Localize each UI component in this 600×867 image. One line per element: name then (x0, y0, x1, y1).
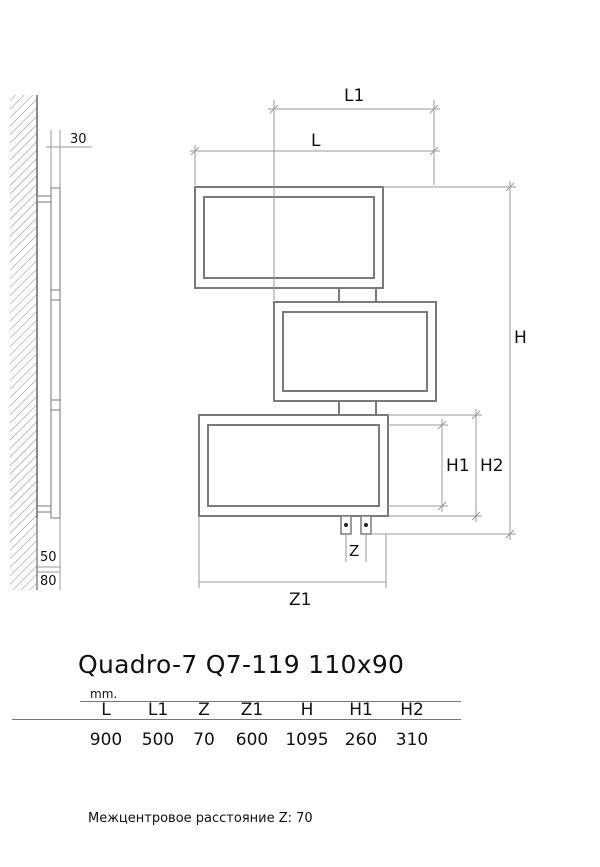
spec-value: 70 (193, 730, 215, 750)
radiator-front-view (194, 186, 437, 517)
dim-label-Z: Z (349, 542, 359, 560)
spec-header: Z (198, 700, 210, 720)
wall-side-view: 30 50 80 (10, 95, 92, 590)
pipe-center-dot (364, 523, 368, 527)
dim-label-L1: L1 (344, 86, 364, 106)
center-distance-note: Межцентровое расстояние Z: 70 (88, 811, 313, 826)
dim-label-H: H (514, 328, 527, 348)
spec-value: 600 (235, 730, 269, 750)
spec-value: 260 (344, 730, 378, 750)
dim-tick (437, 501, 447, 511)
dim-label-50: 50 (40, 550, 57, 565)
product-title: Quadro-7 Q7-119 110x90 (78, 650, 405, 679)
dim-tick (505, 182, 515, 192)
table-divider (12, 719, 461, 720)
dim-tick (471, 410, 481, 420)
connection-pipes: Z (340, 515, 372, 562)
dim-tick (437, 420, 447, 430)
spec-header: L (101, 700, 111, 720)
panel-middle-inner (282, 311, 428, 392)
radiator-side-profile (50, 187, 61, 519)
pipe-center-dot (344, 523, 348, 527)
wall-hatching (10, 95, 37, 590)
spec-value: 900 (89, 730, 123, 750)
panel-middle-outer (273, 301, 437, 402)
panel-top-inner (203, 196, 375, 279)
dimensions (190, 100, 516, 588)
spec-value: 1095 (285, 730, 329, 750)
dim-tick (471, 511, 481, 521)
spec-header: L1 (147, 700, 169, 720)
dim-label-Z1: Z1 (289, 590, 311, 610)
spec-value: 310 (395, 730, 429, 750)
spec-header: H2 (400, 700, 424, 720)
panel-top-outer (194, 186, 384, 289)
dim-tick (429, 104, 439, 114)
dim-label-L: L (311, 131, 321, 151)
dim-tick (505, 529, 515, 539)
panel-bottom-inner (207, 424, 380, 507)
spec-header: H1 (349, 700, 373, 720)
table-divider (80, 701, 461, 702)
spec-header: H (300, 700, 314, 720)
spec-value: 500 (141, 730, 175, 750)
dim-tick (190, 146, 200, 156)
panel-bottom-outer (198, 414, 389, 517)
dim-label-30: 30 (70, 132, 87, 147)
spec-header: Z1 (240, 700, 264, 720)
radiator-dimension-drawing: 30 50 80 Z (10, 86, 527, 610)
dim-label-H1: H1 (446, 456, 470, 476)
units-label: mm. (90, 687, 118, 701)
dim-tick (429, 146, 439, 156)
dim-label-80: 80 (40, 574, 57, 589)
dim-label-H2: H2 (480, 456, 504, 476)
dim-tick (269, 104, 279, 114)
